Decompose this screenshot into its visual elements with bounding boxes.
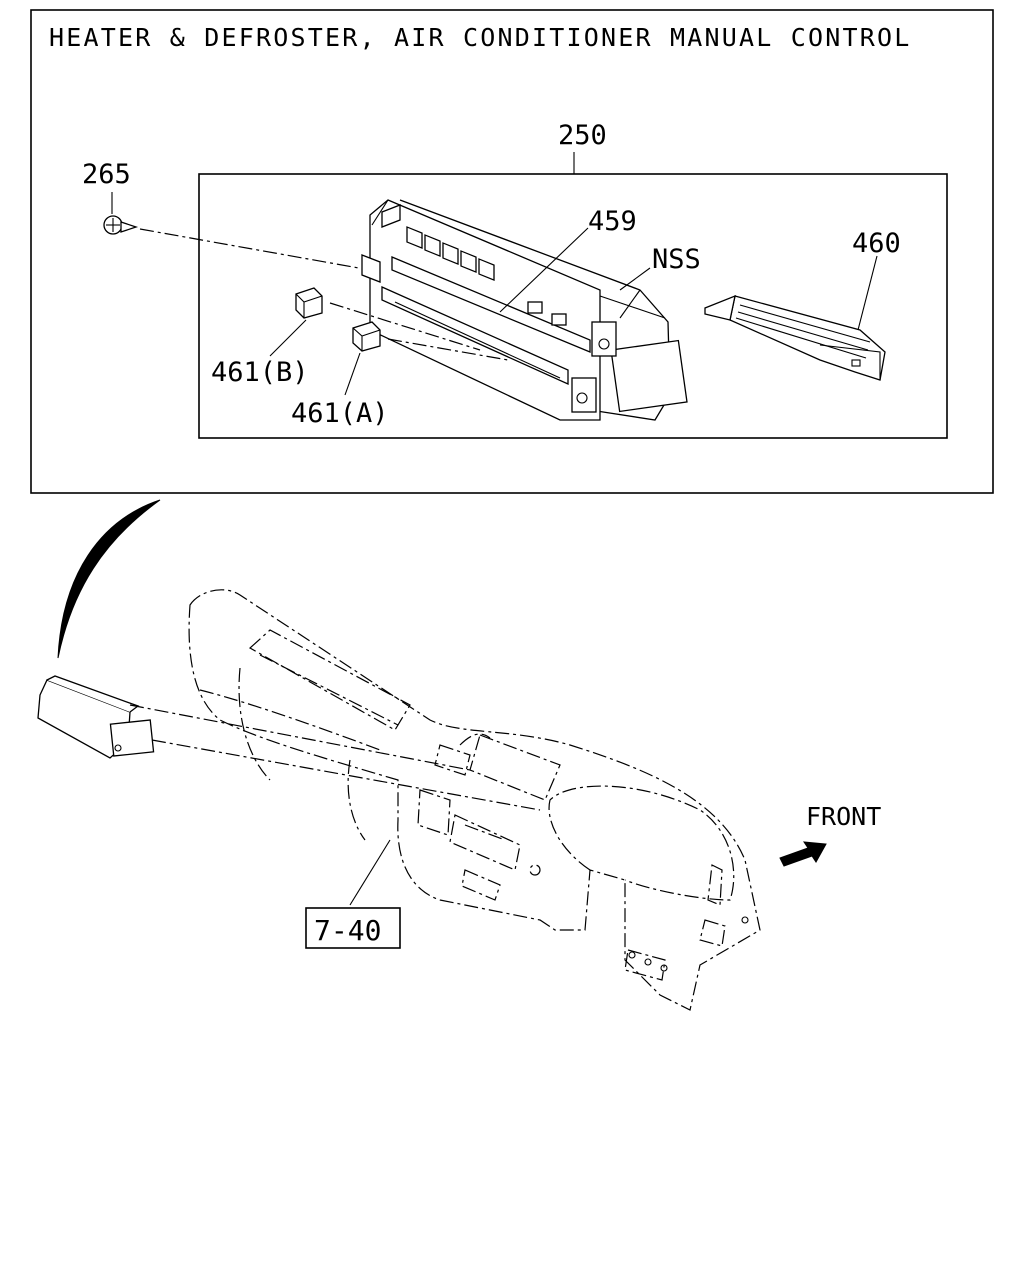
leader-nss: [619, 267, 651, 291]
leader-461a: [344, 352, 361, 396]
control-panel-drawing: [361, 199, 688, 421]
callout-460: 460: [852, 228, 901, 259]
screw-icon: [103, 215, 139, 235]
front-arrow-icon: [779, 841, 827, 867]
callout-461a: 461(A): [291, 398, 389, 429]
diagram-title: HEATER & DEFROSTER, AIR CONDITIONER MANU…: [49, 23, 912, 52]
callout-459: 459: [588, 206, 637, 237]
screw-axis-line: [139, 228, 371, 271]
callout-nss: NSS: [652, 244, 701, 275]
assembly-box: [198, 173, 948, 439]
leader-459: [499, 227, 589, 313]
front-label: FRONT: [806, 802, 881, 831]
detail-frame: [30, 9, 994, 494]
leader-460: [857, 255, 878, 331]
callout-265: 265: [82, 159, 131, 190]
control-module-drawing: [704, 294, 886, 381]
knob-b-drawing: [295, 287, 323, 319]
callout-250: 250: [558, 120, 607, 151]
extract-line-lower: [151, 739, 541, 811]
dashboard-drawing: [188, 589, 761, 1011]
knob-a-drawing: [352, 321, 381, 352]
leader-7-40: [349, 839, 391, 906]
extract-line-upper: [129, 704, 471, 771]
knob-a-axis: [387, 338, 509, 361]
callout-461b: 461(B): [211, 357, 309, 388]
callout-7-40: 7-40: [314, 914, 381, 947]
reference-box: [305, 907, 401, 949]
leader-461b: [269, 319, 307, 357]
extracted-unit-drawing: [37, 675, 155, 759]
detail-sweep-mark: [57, 499, 161, 659]
knob-b-axis: [329, 302, 481, 351]
